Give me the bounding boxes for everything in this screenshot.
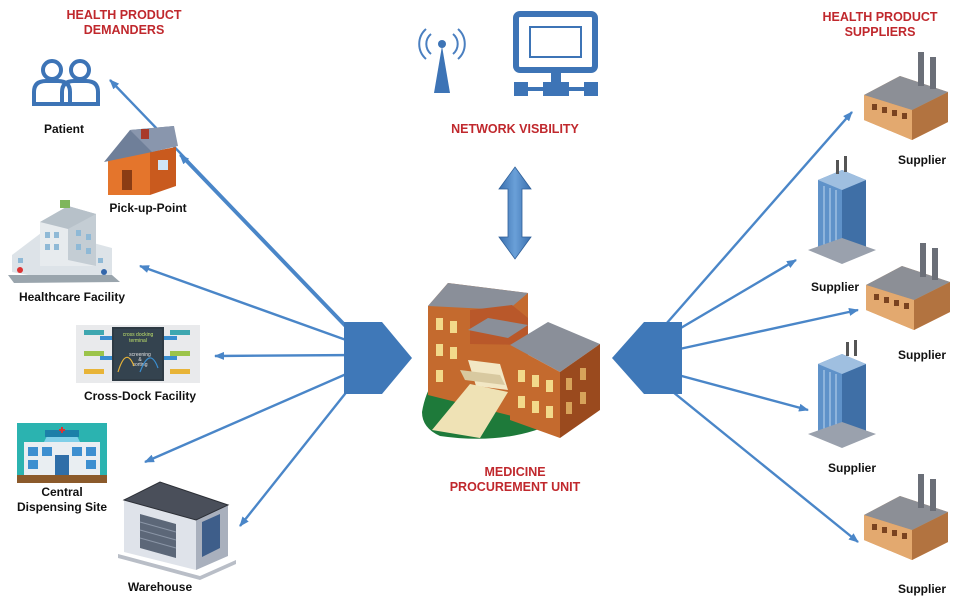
arrow-to-patient bbox=[109, 79, 361, 341]
cross-dock-facility-label: Cross-Dock Facility bbox=[83, 389, 197, 403]
supplier-hub-arrow bbox=[612, 322, 682, 394]
arrow-to-supplier-3 bbox=[651, 308, 859, 357]
computer-network-icon bbox=[513, 11, 598, 96]
supplier-tower-icon-1 bbox=[808, 156, 876, 264]
patient-icon bbox=[32, 59, 100, 106]
arrow-to-central-dispensing bbox=[144, 366, 361, 464]
arrow-to-warehouse bbox=[239, 374, 361, 527]
suppliers-heading-line-1: HEALTH PRODUCT bbox=[822, 10, 938, 24]
supplier-label-5: Supplier bbox=[897, 582, 946, 596]
demanders-heading-line-2: DEMANDERS bbox=[83, 23, 165, 37]
supplier-factory-icon-3 bbox=[864, 474, 948, 560]
suppliers-heading-line-2: SUPPLIERS bbox=[844, 25, 916, 39]
procurement-unit-label-line-1: MEDICINE bbox=[484, 465, 546, 479]
supplier-factory-icon-2 bbox=[866, 243, 950, 330]
supplier-factory-icon-1 bbox=[864, 52, 948, 140]
healthcare-facility-label: Healthcare Facility bbox=[18, 290, 126, 304]
crossdock-text-5: sorting bbox=[132, 362, 147, 368]
crossdock-text-3: screening bbox=[129, 352, 151, 358]
central-dispensing-label-line-2: Dispensing Site bbox=[16, 500, 108, 514]
supplier-tower-icon-2 bbox=[808, 340, 876, 448]
warehouse-label: Warehouse bbox=[127, 580, 193, 594]
arrow-to-supplier-1 bbox=[651, 111, 853, 341]
supplier-label-3: Supplier bbox=[897, 348, 946, 362]
network-double-arrow bbox=[498, 166, 532, 260]
patient-label: Patient bbox=[43, 122, 84, 136]
supplier-label-4: Supplier bbox=[827, 461, 876, 475]
pickup-house-icon bbox=[104, 126, 178, 195]
suppliers-heading: HEALTH PRODUCT SUPPLIERS bbox=[810, 10, 950, 40]
procurement-unit-label-line-2: PROCUREMENT UNIT bbox=[449, 480, 581, 494]
network-visibility-label: NETWORK VISBILITY bbox=[451, 122, 579, 136]
supplier-label-2: Supplier bbox=[810, 280, 859, 294]
supplier-arrows bbox=[651, 111, 859, 543]
antenna-icon bbox=[418, 28, 466, 93]
arrow-to-pickup-point bbox=[179, 154, 361, 343]
procurement-building-icon bbox=[422, 283, 600, 439]
central-dispensing-label: Central Dispensing Site bbox=[2, 485, 122, 515]
healthcare-facility-icon bbox=[8, 200, 120, 283]
pickup-point-label: Pick-up-Point bbox=[109, 201, 187, 215]
procurement-unit-label: MEDICINE PROCUREMENT UNIT bbox=[420, 465, 610, 495]
warehouse-icon bbox=[118, 481, 236, 580]
crossdock-text-1: cross docking bbox=[123, 332, 154, 338]
demanders-heading: HEALTH PRODUCT DEMANDERS bbox=[54, 8, 194, 38]
demander-arrows bbox=[109, 79, 361, 527]
crossdock-text-2: terminal bbox=[129, 338, 147, 344]
supplier-label-1: Supplier bbox=[897, 153, 946, 167]
arrow-to-healthcare-facility bbox=[139, 264, 361, 347]
arrow-to-supplier-5 bbox=[651, 374, 859, 543]
arrow-to-cross-dock-facility bbox=[214, 351, 361, 360]
cross-dock-facility-icon: cross docking terminal screening & sorti… bbox=[76, 325, 200, 383]
demander-hub-arrow bbox=[344, 322, 412, 394]
demanders-heading-line-1: HEALTH PRODUCT bbox=[66, 8, 182, 22]
crossdock-text-4: & bbox=[138, 357, 142, 363]
central-dispensing-icon bbox=[17, 423, 107, 483]
central-dispensing-label-line-1: Central bbox=[41, 485, 83, 499]
